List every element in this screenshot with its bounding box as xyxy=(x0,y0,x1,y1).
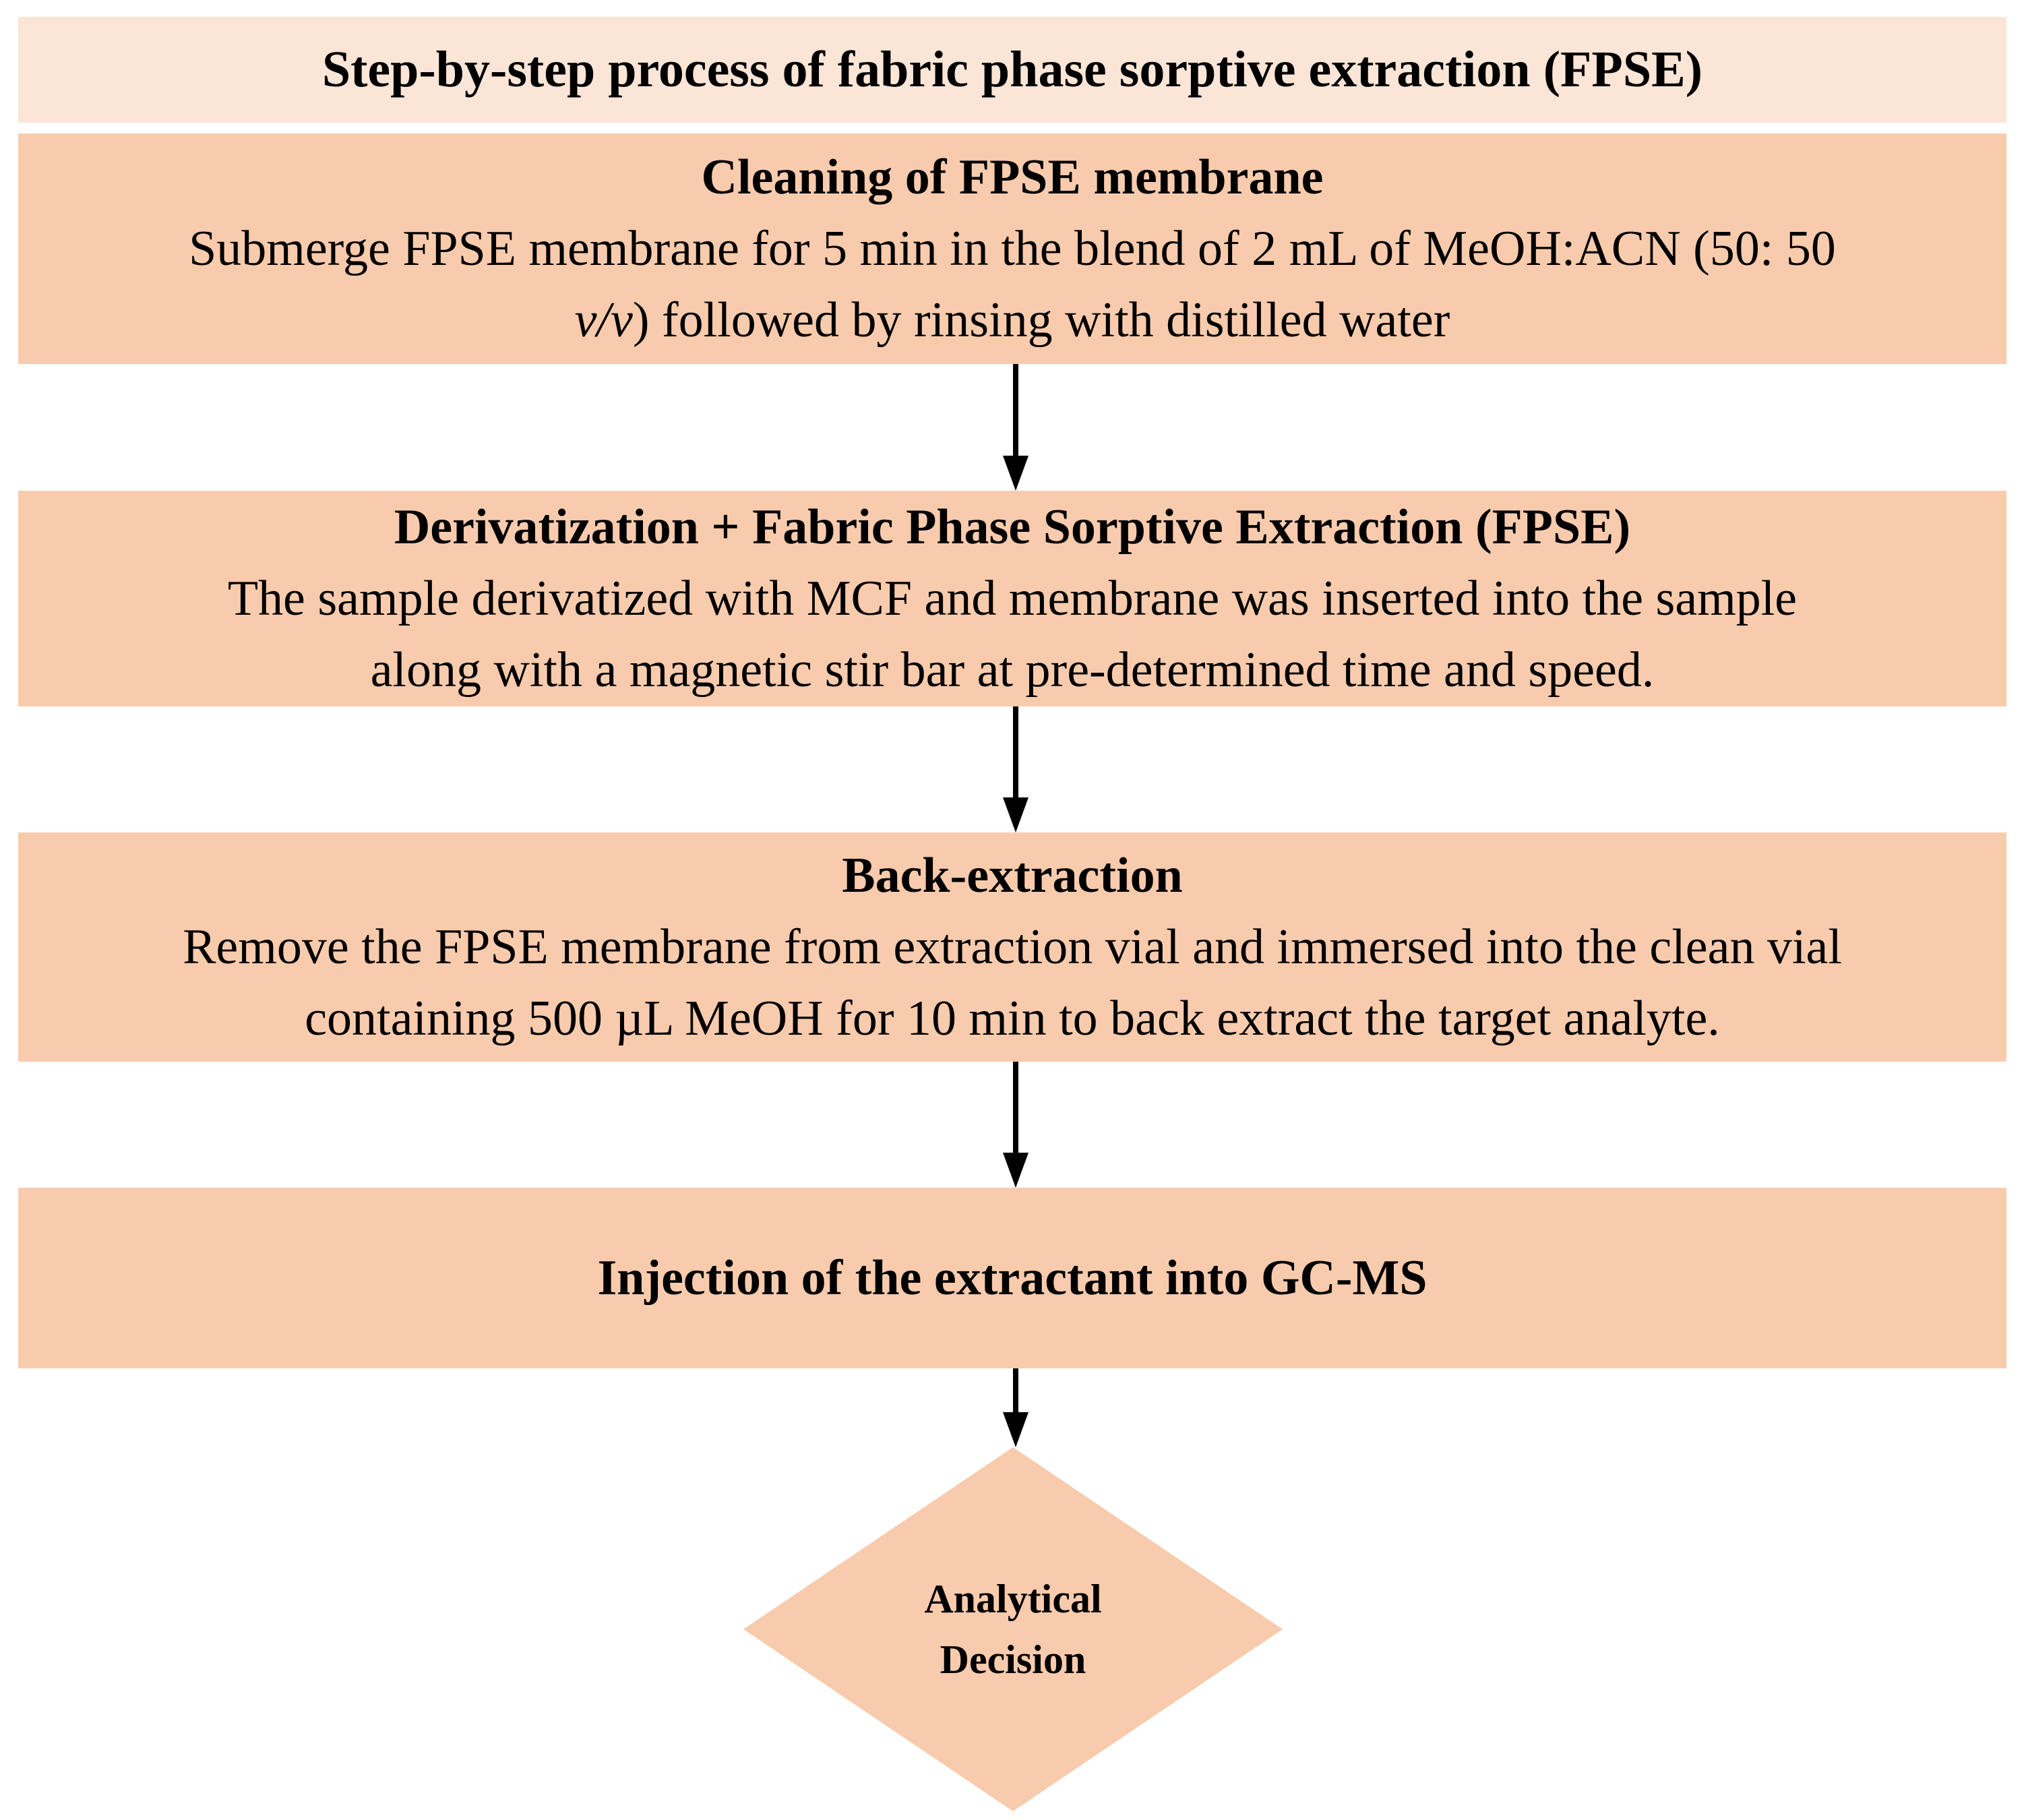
italic-vv: v/v xyxy=(574,293,633,348)
decision-label-line: Decision xyxy=(940,1637,1086,1682)
step-box-back-extraction: Back-extraction Remove the FPSE membrane… xyxy=(18,832,2006,1062)
arrow-down-icon xyxy=(1003,706,1028,832)
step-body-line: v/v) followed by rinsing with distilled … xyxy=(575,284,1450,356)
decision-label-line: Analytical xyxy=(924,1577,1102,1621)
step-body-line: Remove the FPSE membrane from extraction… xyxy=(183,919,1842,975)
flow-connector xyxy=(1002,706,1029,832)
step-body-line-rest: ) followed by rinsing with distilled wat… xyxy=(632,293,1450,348)
step-heading: Injection of the extractant into GC-MS xyxy=(597,1250,1427,1306)
arrow-down-icon xyxy=(1003,1062,1028,1188)
flow-connector xyxy=(1002,364,1029,491)
flowchart-title: Step-by-step process of fabric phase sor… xyxy=(321,41,1703,98)
decision-diamond: Analytical Decision xyxy=(743,1447,1283,1811)
flow-connector xyxy=(1002,1062,1029,1188)
arrow-down-icon xyxy=(1003,1368,1028,1447)
step-body-line: containing 500 µL MeOH for 10 min to bac… xyxy=(305,991,1720,1046)
step-body-line: The sample derivatized with MCF and memb… xyxy=(227,571,1797,626)
step-heading: Derivatization + Fabric Phase Sorptive E… xyxy=(394,499,1631,555)
arrow-down-icon xyxy=(1003,364,1028,491)
step-heading: Cleaning of FPSE membrane xyxy=(701,150,1324,205)
step-body-line: along with a magnetic stir bar at pre-de… xyxy=(370,642,1655,698)
step-box-derivatization-fpse: Derivatization + Fabric Phase Sorptive E… xyxy=(18,491,2006,706)
flow-connector xyxy=(1002,1368,1029,1447)
step-body-line: Submerge FPSE membrane for 5 min in the … xyxy=(189,221,1836,276)
step-box-injection-gcms: Injection of the extractant into GC-MS xyxy=(18,1188,2006,1368)
step-heading: Back-extraction xyxy=(842,848,1183,903)
step-box-cleaning: Cleaning of FPSE membrane Submerge FPSE … xyxy=(18,133,2006,364)
flowchart-title-banner: Step-by-step process of fabric phase sor… xyxy=(18,17,2006,123)
